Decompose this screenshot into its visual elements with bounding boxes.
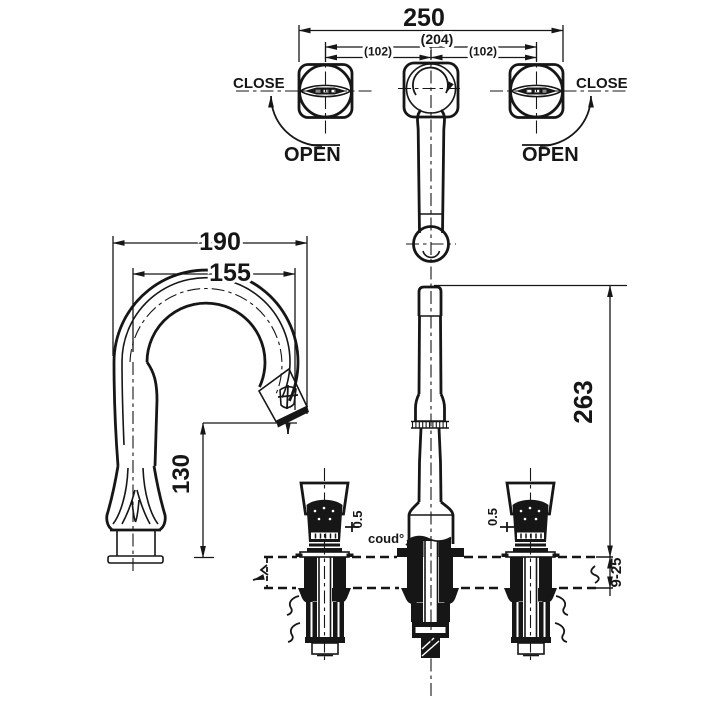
spout-plan — [402, 61, 460, 263]
right-handle-front — [505, 481, 556, 558]
adjustable-range-symbol — [590, 565, 600, 584]
labels: 250 (204) (102) (102) CLOSE OPEN CLOSE O… — [168, 4, 628, 588]
dim-total-height: 263 — [568, 380, 598, 423]
hose-squiggle — [555, 595, 569, 616]
spout-note: coud° — [368, 531, 404, 546]
spout-base-profile — [105, 465, 167, 564]
hose-squiggle — [287, 622, 301, 643]
right-valve-shank — [517, 557, 569, 657]
front-dimensions — [345, 284, 627, 596]
supply-pipe — [424, 541, 439, 622]
solid-fills — [276, 87, 560, 658]
deck-section — [252, 555, 613, 590]
dim-outlet-reach: 155 — [209, 259, 251, 287]
dim-half-right: (102) — [469, 45, 497, 59]
dim-outlet-height: 130 — [168, 454, 195, 494]
spout-profile — [112, 268, 300, 467]
top-view — [268, 25, 594, 263]
left-valve-shank — [286, 557, 339, 657]
dim-gap-left: 0.5 — [350, 510, 365, 528]
front-view — [252, 284, 627, 657]
close-open-left — [268, 95, 340, 147]
centerlines — [129, 46, 626, 698]
dim-handle-centers: (204) — [421, 31, 454, 47]
hose-squiggle — [554, 622, 568, 643]
open-label-left: OPEN — [284, 144, 341, 166]
dim-overall-reach: 190 — [199, 228, 241, 256]
right-handle-plan — [508, 63, 565, 119]
dim-overall-width: 250 — [403, 4, 445, 32]
plan-dimensions — [298, 25, 564, 62]
side-view — [105, 236, 309, 564]
close-direction-arrow-icon — [539, 95, 594, 147]
deck-break-arrow-icon — [252, 574, 265, 581]
dim-gap-right: 0.5 — [485, 508, 500, 526]
spout-front — [405, 285, 455, 622]
close-label-left: CLOSE — [233, 75, 285, 92]
side-dimensions — [112, 236, 308, 559]
close-open-right — [522, 95, 594, 147]
close-label-right: CLOSE — [576, 75, 628, 92]
close-direction-arrow-icon — [268, 95, 323, 147]
hose-squiggle — [286, 595, 300, 616]
rotation-arrow-icon — [412, 66, 454, 96]
dim-deck-thickness: 9-25 — [608, 557, 625, 587]
open-label-right: OPEN — [522, 144, 579, 166]
left-handle-front — [299, 481, 350, 558]
left-handle-plan — [297, 63, 354, 119]
dim-half-left: (102) — [364, 45, 392, 59]
